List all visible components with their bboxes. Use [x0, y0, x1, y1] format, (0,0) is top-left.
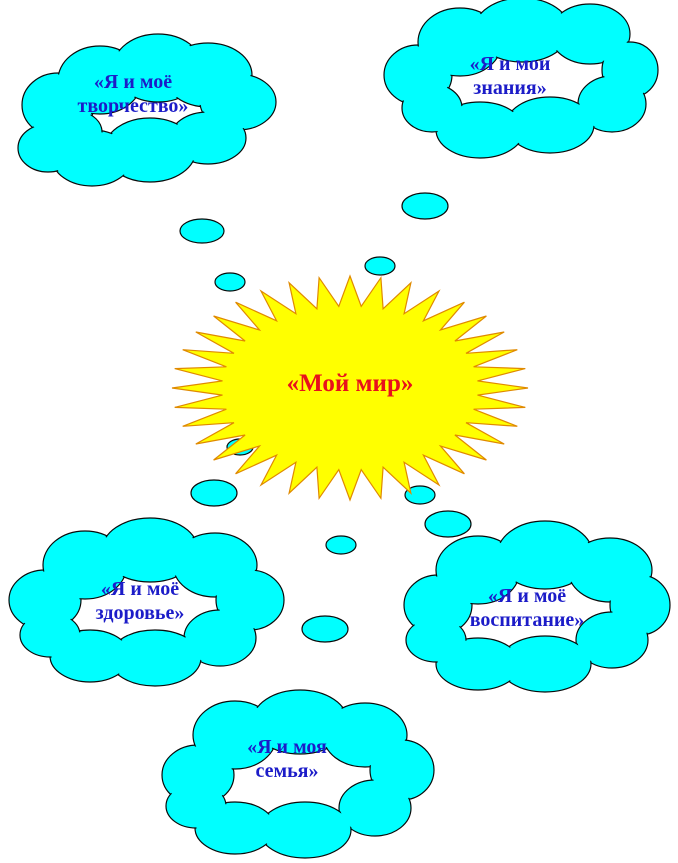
cloud-health-line-2: здоровье»: [95, 602, 185, 624]
thought-bubble: [214, 272, 246, 292]
thought-bubble: [190, 479, 238, 507]
center-sun-shape: [171, 274, 529, 502]
thought-bubble: [364, 256, 396, 276]
cloud-knowledge-shape: [383, 0, 659, 159]
cloud-upbringing-shape: [403, 520, 671, 693]
cloud-creativity: «Я и моё творчество»: [38, 70, 228, 118]
sun-burst: [171, 274, 529, 502]
cloud-health-line-1: «Я и моё: [100, 578, 180, 600]
thought-bubble: [401, 192, 449, 220]
cloud-family: «Я и моя семья»: [192, 735, 382, 783]
cloud-upbringing: «Я и моё воспитание»: [432, 584, 622, 632]
cloud-creativity-line-1: «Я и моё: [93, 71, 173, 93]
cloud-knowledge-line-2: знания»: [473, 77, 547, 99]
thought-bubbles: [179, 192, 472, 643]
clouds: [8, 0, 671, 859]
cloud-creativity-shape: [17, 33, 277, 187]
center-label: «Мой мир»: [286, 370, 414, 397]
thought-bubble: [325, 535, 357, 555]
cloud-upbringing-line-2: воспитание»: [469, 609, 585, 631]
cloud-creativity-line-2: творчество»: [77, 95, 189, 117]
thought-bubble: [404, 485, 436, 505]
cloud-health-shape: [8, 517, 285, 687]
thought-bubble: [424, 510, 472, 538]
thought-bubble: [179, 218, 225, 244]
cloud-family-line-2: семья»: [255, 760, 319, 782]
cloud-family-line-1: «Я и моя: [247, 736, 327, 758]
cloud-family-shape: [161, 689, 435, 859]
cloud-health: «Я и моё здоровье»: [45, 577, 235, 625]
cloud-upbringing-line-1: «Я и моё: [487, 585, 567, 607]
cloud-knowledge: «Я и мои знания»: [415, 52, 605, 100]
thought-bubble: [301, 615, 349, 643]
cloud-knowledge-line-1: «Я и мои: [469, 53, 551, 75]
